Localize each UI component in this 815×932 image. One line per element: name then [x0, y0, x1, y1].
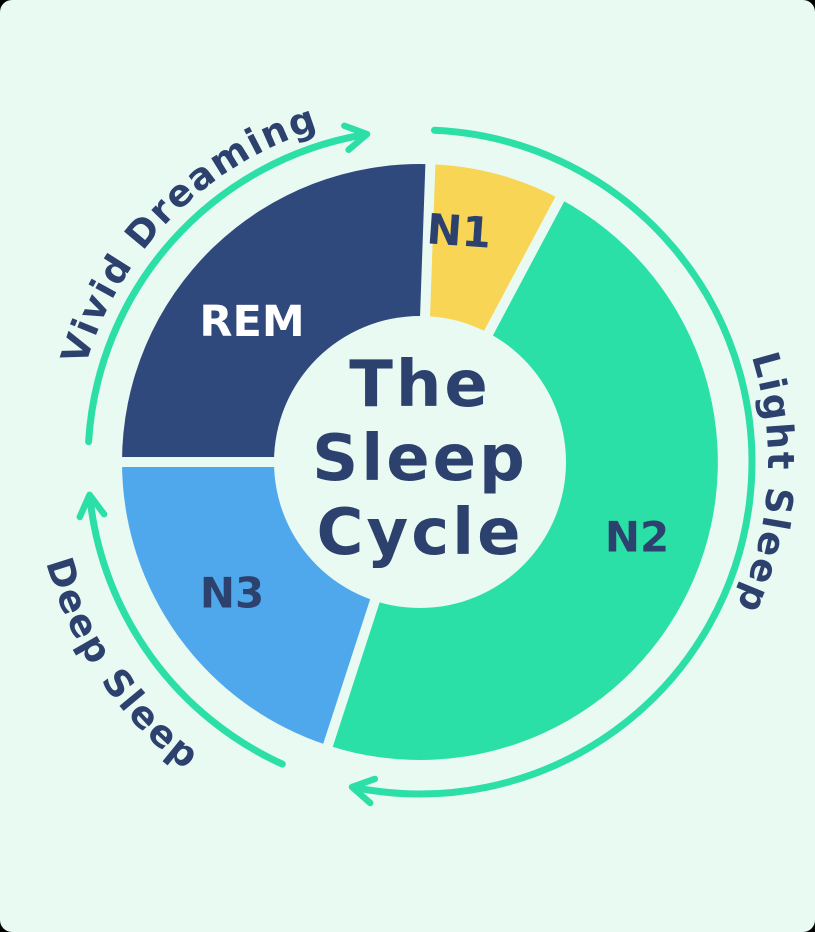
center-circle	[274, 316, 566, 608]
cycle-arc-3	[85, 122, 371, 446]
wedge-label-rem: REM	[199, 297, 304, 347]
title-line-2: Sleep	[312, 422, 528, 496]
wedge-separator	[321, 589, 383, 753]
wedge-separator	[479, 191, 568, 345]
cycle-arc-1	[348, 126, 756, 807]
title-line-3: Cycle	[317, 496, 524, 570]
cycle-arc-2	[76, 491, 286, 768]
wedge-label-n2: N2	[605, 513, 669, 562]
wedge-separator	[419, 158, 436, 327]
title-line-1: The	[349, 348, 491, 422]
wedge-label-n1: N1	[425, 204, 493, 257]
wedge-label-n3: N3	[200, 569, 264, 618]
